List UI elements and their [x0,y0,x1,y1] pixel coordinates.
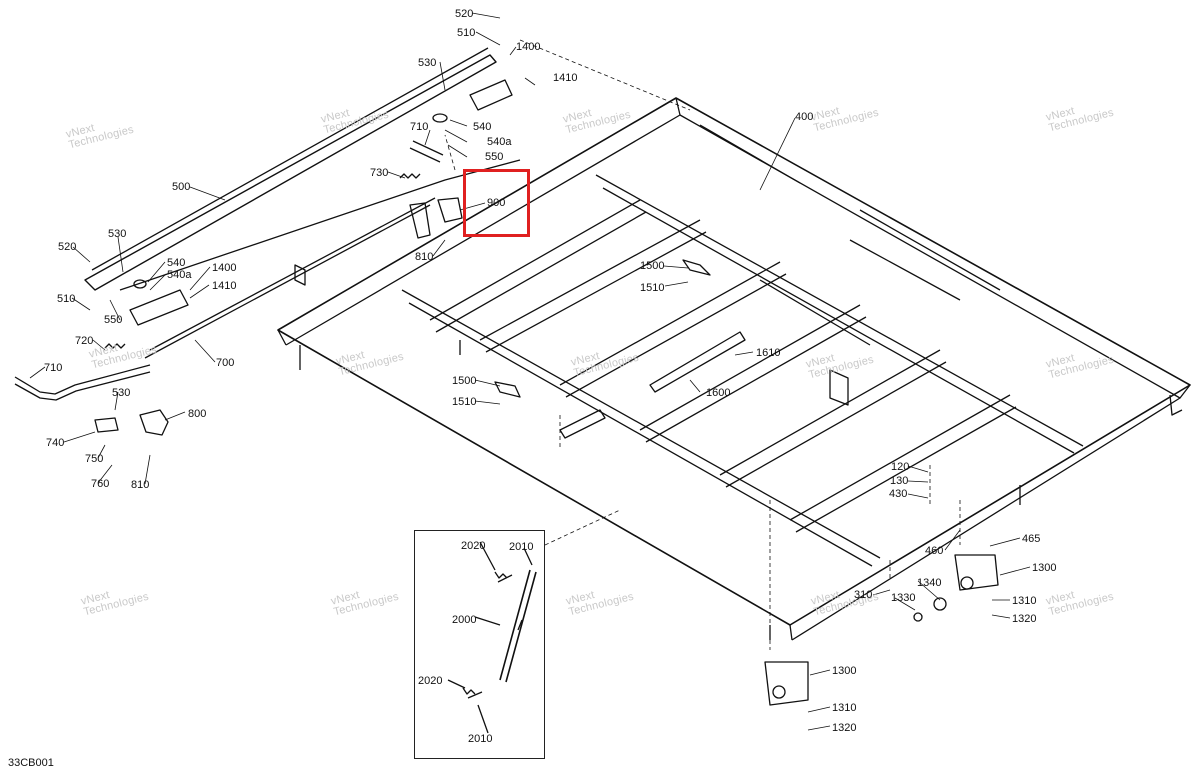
callout-label[interactable]: 810 [131,479,150,491]
callout-label[interactable]: 510 [57,293,76,305]
callout-label[interactable]: 520 [455,8,474,20]
callout-label[interactable]: 1400 [516,41,541,53]
callout-label[interactable]: 540 [473,121,492,133]
callout-label[interactable]: 900 [487,197,506,209]
highlight-box [463,169,530,237]
pivot-blocks [764,554,999,706]
inset-detail-box [414,530,545,759]
callout-label[interactable]: 1330 [891,592,916,604]
callout-label[interactable]: 510 [457,27,476,39]
callout-label[interactable]: 1510 [452,396,477,408]
callout-label[interactable]: 1400 [212,262,237,274]
callout-label[interactable]: 760 [91,478,110,490]
callout-label[interactable]: 1600 [706,387,731,399]
callout-label[interactable]: 710 [44,362,63,374]
callout-label[interactable]: 1340 [917,577,942,589]
side-rail-assembly [14,47,521,436]
callout-label[interactable]: 120 [891,461,910,473]
callout-label[interactable]: 2020 [418,675,443,687]
callout-label[interactable]: 540a [167,269,192,281]
callout-label[interactable]: 730 [370,167,389,179]
callout-label[interactable]: 550 [104,314,123,326]
callout-label[interactable]: 1320 [832,722,857,734]
inset-gas-spring [447,541,537,734]
callout-label[interactable]: 550 [485,151,504,163]
callout-label[interactable]: 1500 [452,375,477,387]
callout-label[interactable]: 1500 [640,260,665,272]
main-frame [277,97,1191,641]
callout-label[interactable]: 1310 [832,702,857,714]
callout-label[interactable]: 465 [1022,533,1041,545]
callout-label[interactable]: 700 [216,357,235,369]
callout-label[interactable]: 800 [188,408,207,420]
callout-label[interactable]: 710 [410,121,429,133]
callout-label[interactable]: 1510 [640,282,665,294]
callout-label[interactable]: 1410 [553,72,578,84]
callout-label[interactable]: 530 [108,228,127,240]
callout-label[interactable]: 530 [112,387,131,399]
callout-label[interactable]: 130 [890,475,909,487]
callout-label[interactable]: 1610 [756,347,781,359]
callout-label[interactable]: 1410 [212,280,237,292]
callout-label[interactable]: 430 [889,488,908,500]
callout-label[interactable]: 2020 [461,540,486,552]
callout-label[interactable]: 2010 [468,733,493,745]
callout-label[interactable]: 720 [75,335,94,347]
callout-label[interactable]: 520 [58,241,77,253]
callout-label[interactable]: 740 [46,437,65,449]
callout-label[interactable]: 1300 [1032,562,1057,574]
callout-label[interactable]: 400 [795,111,814,123]
callout-label[interactable]: 2010 [509,541,534,553]
callout-label[interactable]: 460 [925,545,944,557]
leader-lines [29,12,1031,731]
callout-label[interactable]: 540 [167,257,186,269]
callout-label[interactable]: 1300 [832,665,857,677]
callout-label[interactable]: 2000 [452,614,477,626]
callout-label[interactable]: 750 [85,453,104,465]
alignment-lines [444,39,961,650]
callout-label[interactable]: 540a [487,136,512,148]
callout-label[interactable]: 530 [418,57,437,69]
callout-label[interactable]: 500 [172,181,191,193]
callout-label[interactable]: 810 [415,251,434,263]
callout-label[interactable]: 1310 [1012,595,1037,607]
callout-label[interactable]: 1320 [1012,613,1037,625]
callout-label[interactable]: 310 [854,589,873,601]
diagram-id: 33CB001 [8,757,54,769]
